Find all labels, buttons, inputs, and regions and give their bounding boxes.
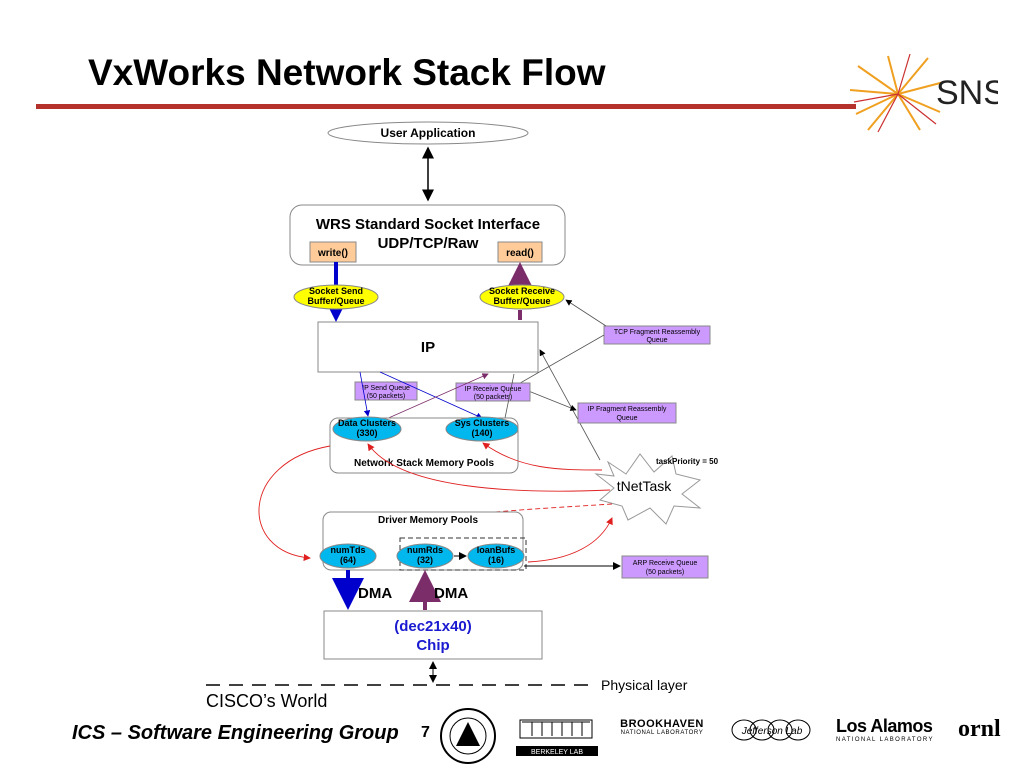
loanbufs-node [467, 543, 525, 569]
tcp-fragment-label-2: Queue [646, 337, 667, 344]
data-clusters-label-1: Data Clusters [338, 418, 396, 428]
numrds-node [396, 543, 454, 569]
socket-interface-label-1: WRS Standard Socket Interface [316, 216, 540, 233]
loanbufs-tnettask-red [527, 517, 613, 563]
socket-send-label-2: Buffer/Queue [307, 296, 364, 306]
ip-fragment-label-2: Queue [616, 415, 637, 422]
jefferson-lab-logo: Jefferson Lab [731, 719, 811, 741]
cisco-world-label: CISCO’s World [206, 691, 327, 711]
berkeley-lab-logo: BERKELEY LAB [516, 719, 598, 756]
ipq-tcpfrag-line [507, 334, 605, 391]
tnettask-label: tNetTask [617, 478, 672, 494]
arp-label-2: (50 packets) [646, 569, 685, 576]
ipq-ipfrag-arrow [525, 389, 577, 411]
write-label: write() [317, 248, 348, 259]
socket-interface-box [289, 204, 566, 266]
page-number: 7 [421, 724, 430, 741]
ip-syscluster-blue [379, 371, 483, 419]
sys-clusters-node [445, 416, 519, 442]
argonne-seal-logo [440, 708, 496, 764]
chip-label-2: Chip [416, 637, 449, 654]
sns-starburst-icon [849, 55, 945, 131]
sns-logo: SNS [849, 53, 998, 133]
socket-receive-buffer [479, 284, 565, 310]
los-alamos-text-2: NATIONAL LABORATORY [836, 737, 934, 743]
tnettask-datacluster-red [367, 443, 611, 492]
datacluster-ip-purple [374, 373, 489, 425]
brookhaven-text-2: NATIONAL LABORATORY [620, 730, 704, 736]
physical-layer-label: Physical layer [601, 677, 688, 693]
ip-fragment-queue [577, 402, 677, 424]
arp-label-1: ARP Receive Queue [633, 560, 698, 567]
socket-send-buffer [293, 284, 379, 310]
read-label: read() [506, 248, 534, 259]
ip-label: IP [421, 339, 435, 356]
ip-receive-label-1: IP Receive Queue [465, 386, 522, 393]
numtds-label-2: (64) [340, 555, 356, 565]
dma-left-label: DMA [358, 585, 392, 602]
socket-send-label-1: Socket Send [309, 286, 363, 296]
ip-send-label-1: IP Send Queue [362, 385, 410, 392]
jefferson-lab-text: Jefferson Lab [741, 726, 803, 737]
sys-clusters-label-2: (140) [471, 428, 492, 438]
arp-receive-queue [621, 555, 709, 579]
chip-label-1: (dec21x40) [394, 618, 472, 635]
numrds-label-2: (32) [417, 555, 433, 565]
ip-fragment-label-1: IP Fragment Reassembly [588, 406, 667, 413]
datacluster-numtds-red [258, 445, 331, 562]
berkeley-lab-text: BERKELEY LAB [531, 749, 583, 756]
tnettask-star-icon [594, 453, 702, 525]
dma-right-label: DMA [434, 585, 468, 602]
tcp-fragment-label-1: TCP Fragment Reassembly [614, 329, 701, 336]
ip-receive-label-2: (50 packets) [474, 394, 513, 401]
data-clusters-node [332, 416, 402, 442]
page-title: VxWorks Network Stack Flow [88, 52, 606, 93]
ip-send-label-2: (50 packets) [367, 393, 406, 400]
ip-datacluster-blue [359, 371, 371, 417]
brookhaven-text-1: BROOKHAVEN [620, 718, 704, 730]
user-application-label: User Application [381, 126, 476, 140]
tnettask-syscluster-red [482, 442, 603, 471]
sns-text: SNS [936, 74, 998, 112]
socket-receive-label-2: Buffer/Queue [493, 296, 550, 306]
ip-box [317, 321, 539, 373]
numtds-node [319, 543, 377, 569]
sys-clusters-label-1: Sys Clusters [455, 418, 510, 428]
socket-interface-label-2: UDP/TCP/Raw [378, 235, 479, 252]
socket-receive-label-1: Socket Receive [489, 286, 555, 296]
loanbufs-label-1: loanBufs [477, 545, 516, 555]
chip-box [323, 610, 543, 660]
los-alamos-text-1: Los Alamos [836, 716, 933, 736]
ip-send-queue [354, 381, 418, 401]
user-application-node [327, 121, 529, 145]
numrds-label-1: numRds [407, 545, 443, 555]
brookhaven-logo: BROOKHAVEN NATIONAL LABORATORY [614, 718, 710, 736]
ornl-logo: ornl [958, 716, 1001, 742]
data-clusters-label-2: (330) [356, 428, 377, 438]
syscluster-ip-line [504, 373, 515, 419]
task-priority-label: taskPriority = 50 [656, 457, 719, 466]
numtds-label-1: numTds [331, 545, 366, 555]
footer-group-name: ICS – Software Engineering Group [72, 722, 399, 744]
title-rule [36, 104, 856, 109]
driver-pools-label: Driver Memory Pools [378, 515, 478, 526]
network-stack-pools-label: Network Stack Memory Pools [354, 458, 494, 469]
loanbufs-label-2: (16) [488, 555, 504, 565]
los-alamos-logo: Los Alamos NATIONAL LABORATORY [836, 716, 946, 743]
tcpfrag-socket-arrow [565, 299, 607, 327]
write-box [309, 241, 357, 263]
